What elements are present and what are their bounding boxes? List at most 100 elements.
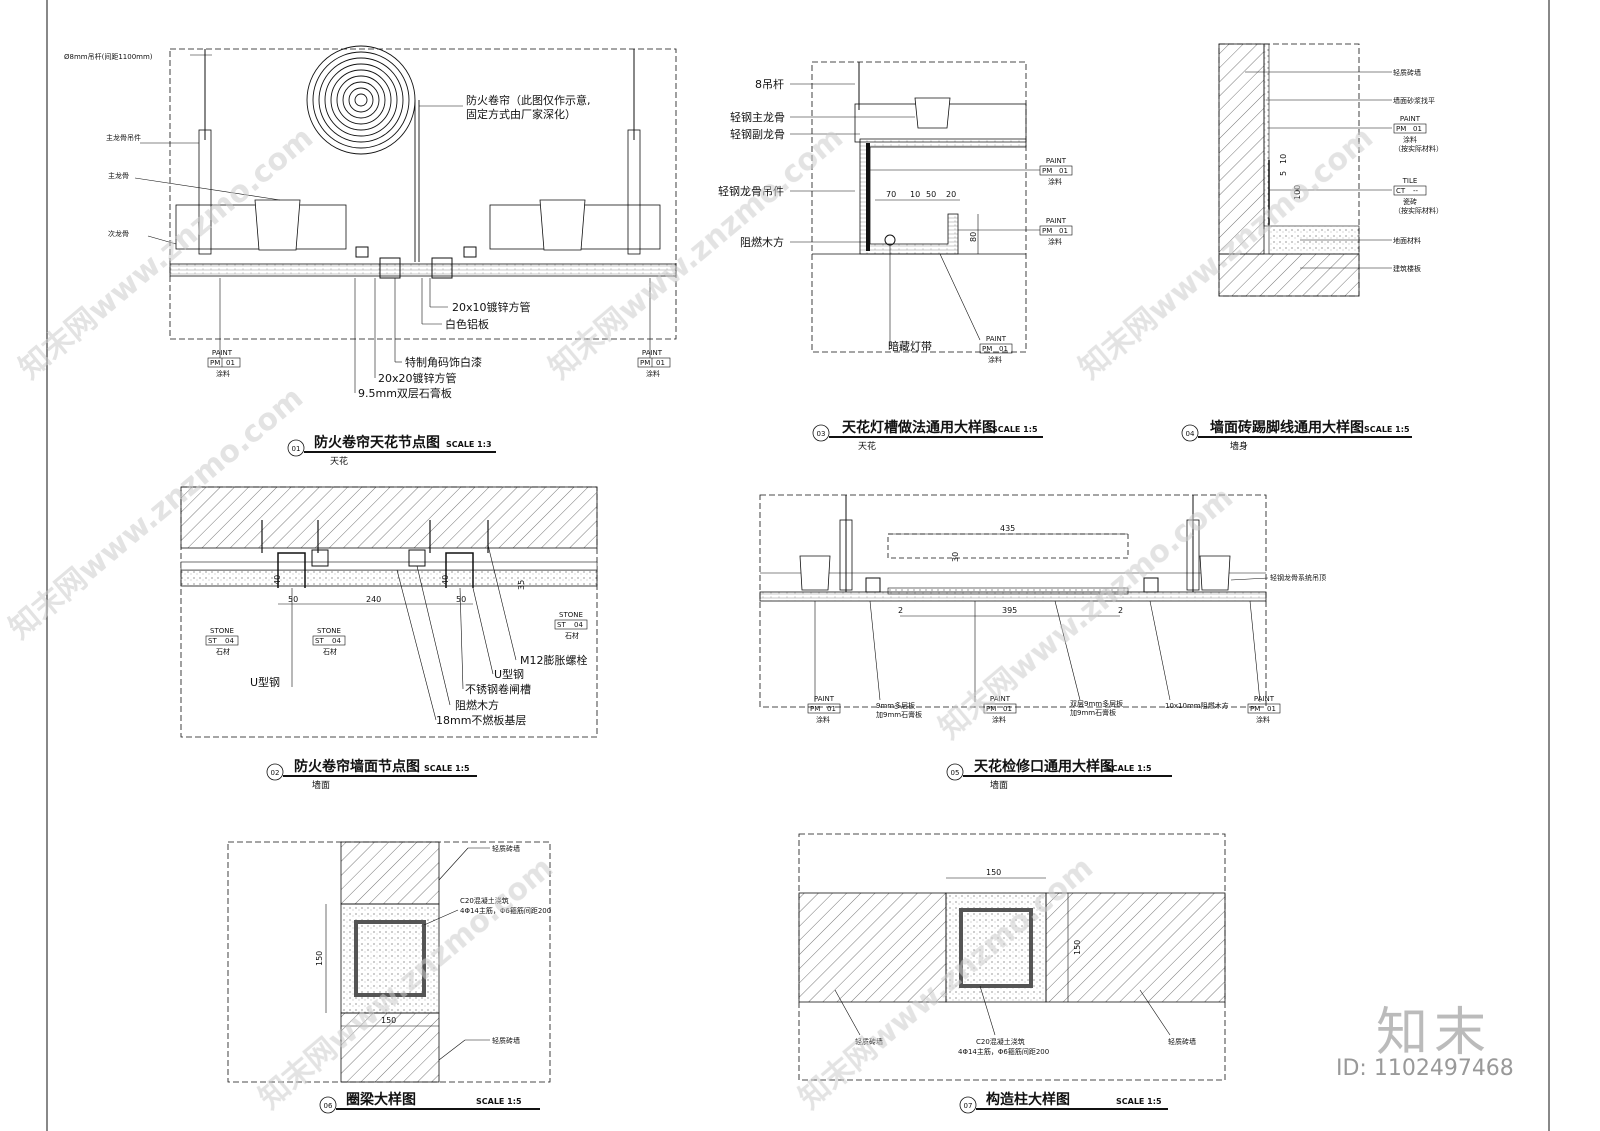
watermark-brand: 知末	[1376, 1003, 1493, 1063]
hanger-left	[198, 129, 212, 255]
svg-text:涂料: 涂料	[816, 715, 830, 724]
svg-text:PM: PM	[1396, 125, 1406, 133]
label-roll2: 固定方式由厂家深化）	[466, 107, 576, 121]
svg-text:PM: PM	[1250, 705, 1260, 713]
d07-scale: SCALE 1:5	[1116, 1097, 1162, 1106]
label-roll: 防火卷帘（此图仅作示意,	[466, 93, 591, 107]
svg-text:石材: 石材	[216, 647, 230, 656]
svg-text:PAINT: PAINT	[1046, 157, 1067, 165]
label-04-5: 地面材料	[1393, 236, 1421, 245]
svg-text:STONE: STONE	[559, 611, 583, 619]
d01-sub: 天花	[330, 455, 348, 467]
svg-text:04: 04	[332, 637, 341, 645]
hanger-right	[627, 129, 641, 255]
svg-text:01: 01	[1003, 705, 1012, 713]
dim-240: 240	[366, 595, 381, 604]
detail-07: 150 150 轻质砖墙 C20混凝土浇筑 4Φ14主筋，Φ6箍筋间距200 轻…	[798, 833, 1226, 1114]
label-04-6: 建筑楼板	[1393, 264, 1421, 273]
label-05-n1b: 加9mm石膏板	[876, 710, 922, 719]
label-u-steel-left: U型钢	[250, 675, 280, 689]
label-gypsum: 9.5mm双层石膏板	[358, 386, 452, 400]
label-06-rebar: 4Φ14主筋，Φ6箍筋间距200	[460, 906, 551, 915]
label-tube2: 20x20镀锌方管	[378, 371, 457, 385]
d03-scale: SCALE 1:5	[992, 425, 1038, 434]
label-corner: 特制角码饰白漆	[405, 355, 482, 369]
svg-text:知末网www.znzmo.com: 知末网www.znzmo.com	[543, 120, 850, 386]
svg-text:01: 01	[226, 359, 235, 367]
svg-text:PAINT: PAINT	[990, 695, 1011, 703]
label-06-wall: 轻质砖墙	[492, 844, 520, 853]
label-05-n2: 双层9mm多层板	[1070, 699, 1123, 708]
d01-number: 01	[292, 445, 301, 453]
label-04-2: 墙面砂浆找平	[1393, 96, 1435, 105]
d04-scale: SCALE 1:5	[1364, 425, 1410, 434]
dim-40b: 40	[441, 575, 450, 585]
stone-tag-2: STONE ST 04 石材	[312, 627, 346, 656]
svg-text:涂料: 涂料	[646, 369, 660, 378]
d01-title: 防火卷帘天花节点图	[314, 434, 440, 451]
d05-title: 天花检修口通用大样图	[974, 758, 1114, 775]
dim-100-04: 100	[1293, 185, 1302, 200]
label-04-1: 轻质砖墙	[1393, 68, 1421, 77]
rebar-cage-06	[354, 920, 426, 997]
dim-50a: 50	[288, 595, 298, 604]
svg-text:ST: ST	[557, 621, 566, 629]
svg-text:PAINT: PAINT	[1400, 115, 1421, 123]
svg-text:CT: CT	[1396, 187, 1406, 195]
svg-text:STONE: STONE	[317, 627, 341, 635]
svg-text:（按实际材料）: （按实际材料）	[1394, 206, 1443, 215]
d03-sub: 天花	[858, 440, 876, 452]
d05-scale: SCALE 1:5	[1106, 764, 1152, 773]
label-sub-03: 轻钢副龙骨	[730, 127, 785, 141]
gypsum-board	[169, 263, 677, 277]
svg-text:TILE: TILE	[1402, 177, 1418, 185]
label-main-hanger: 主龙骨吊件	[106, 133, 141, 142]
svg-text:涂料: 涂料	[988, 355, 1002, 364]
paint-tag-05a: PAINT PM 01 涂料	[807, 695, 841, 724]
label-05-n3: 10x10mm阻燃木方	[1165, 701, 1229, 710]
dim-20: 20	[946, 190, 956, 199]
svg-text:01: 01	[1059, 227, 1068, 235]
svg-text:涂料: 涂料	[992, 715, 1006, 724]
d04-sub: 墙身	[1230, 440, 1248, 452]
svg-text:01: 01	[1059, 167, 1068, 175]
svg-text:PM: PM	[986, 705, 996, 713]
d03-number: 03	[817, 430, 826, 438]
detail-04: 10 5 100 轻质砖墙 墙面砂浆找平 PAINT PM 01 涂料 （按实际…	[1181, 43, 1443, 452]
d02-title: 防火卷帘墙面节点图	[294, 758, 420, 775]
svg-text:PAINT: PAINT	[1254, 695, 1275, 703]
detail-03: 70 10 50 20 80 8吊杆 轻钢主龙骨 轻钢副龙骨 轻钢龙骨吊件 阻燃…	[718, 61, 1073, 452]
label-07-concrete: C20混凝土浇筑	[976, 1037, 1025, 1046]
tile-tag-04: TILE CT -- 瓷砖 （按实际材料）	[1393, 177, 1443, 215]
d03-title: 天花灯槽做法通用大样图	[842, 419, 996, 436]
dim-150b-06: 150	[381, 1016, 396, 1025]
svg-text:ST: ST	[315, 637, 324, 645]
d07-number: 07	[964, 1102, 973, 1110]
paint-tag-03c: PAINT PM 01 涂料	[979, 335, 1013, 364]
d02-scale: SCALE 1:5	[424, 764, 470, 773]
wall-below-06	[340, 1012, 440, 1083]
d04-title: 墙面砖踢脚线通用大样图	[1210, 419, 1364, 436]
dim-40a: 40	[273, 575, 282, 585]
svg-text:知末网www.znzmo.com: 知末网www.znzmo.com	[13, 120, 320, 386]
label-sys-05: 轻钢龙骨系统吊顶	[1270, 573, 1326, 582]
dim-2b: 2	[1118, 606, 1123, 615]
svg-text:PAINT: PAINT	[212, 349, 233, 357]
svg-text:PAINT: PAINT	[642, 349, 663, 357]
svg-text:瓷砖: 瓷砖	[1403, 197, 1417, 206]
label-tube1: 20x10镀锌方管	[452, 300, 531, 314]
d05-sub: 墙面	[990, 779, 1008, 791]
d06-title: 圈梁大样图	[346, 1091, 416, 1108]
svg-text:（按实际材料）: （按实际材料）	[1394, 144, 1443, 153]
concrete-wall	[180, 486, 598, 549]
dim-5-04: 5	[1279, 171, 1288, 176]
dim-70: 70	[886, 190, 896, 199]
svg-text:01: 01	[656, 359, 665, 367]
svg-text:PM: PM	[640, 359, 650, 367]
svg-text:ST: ST	[208, 637, 217, 645]
svg-text:PM: PM	[810, 705, 820, 713]
svg-text:PM: PM	[982, 345, 992, 353]
label-07-rebar: 4Φ14主筋，Φ6箍筋间距200	[958, 1047, 1049, 1056]
label-main-keel: 主龙骨	[108, 171, 129, 180]
